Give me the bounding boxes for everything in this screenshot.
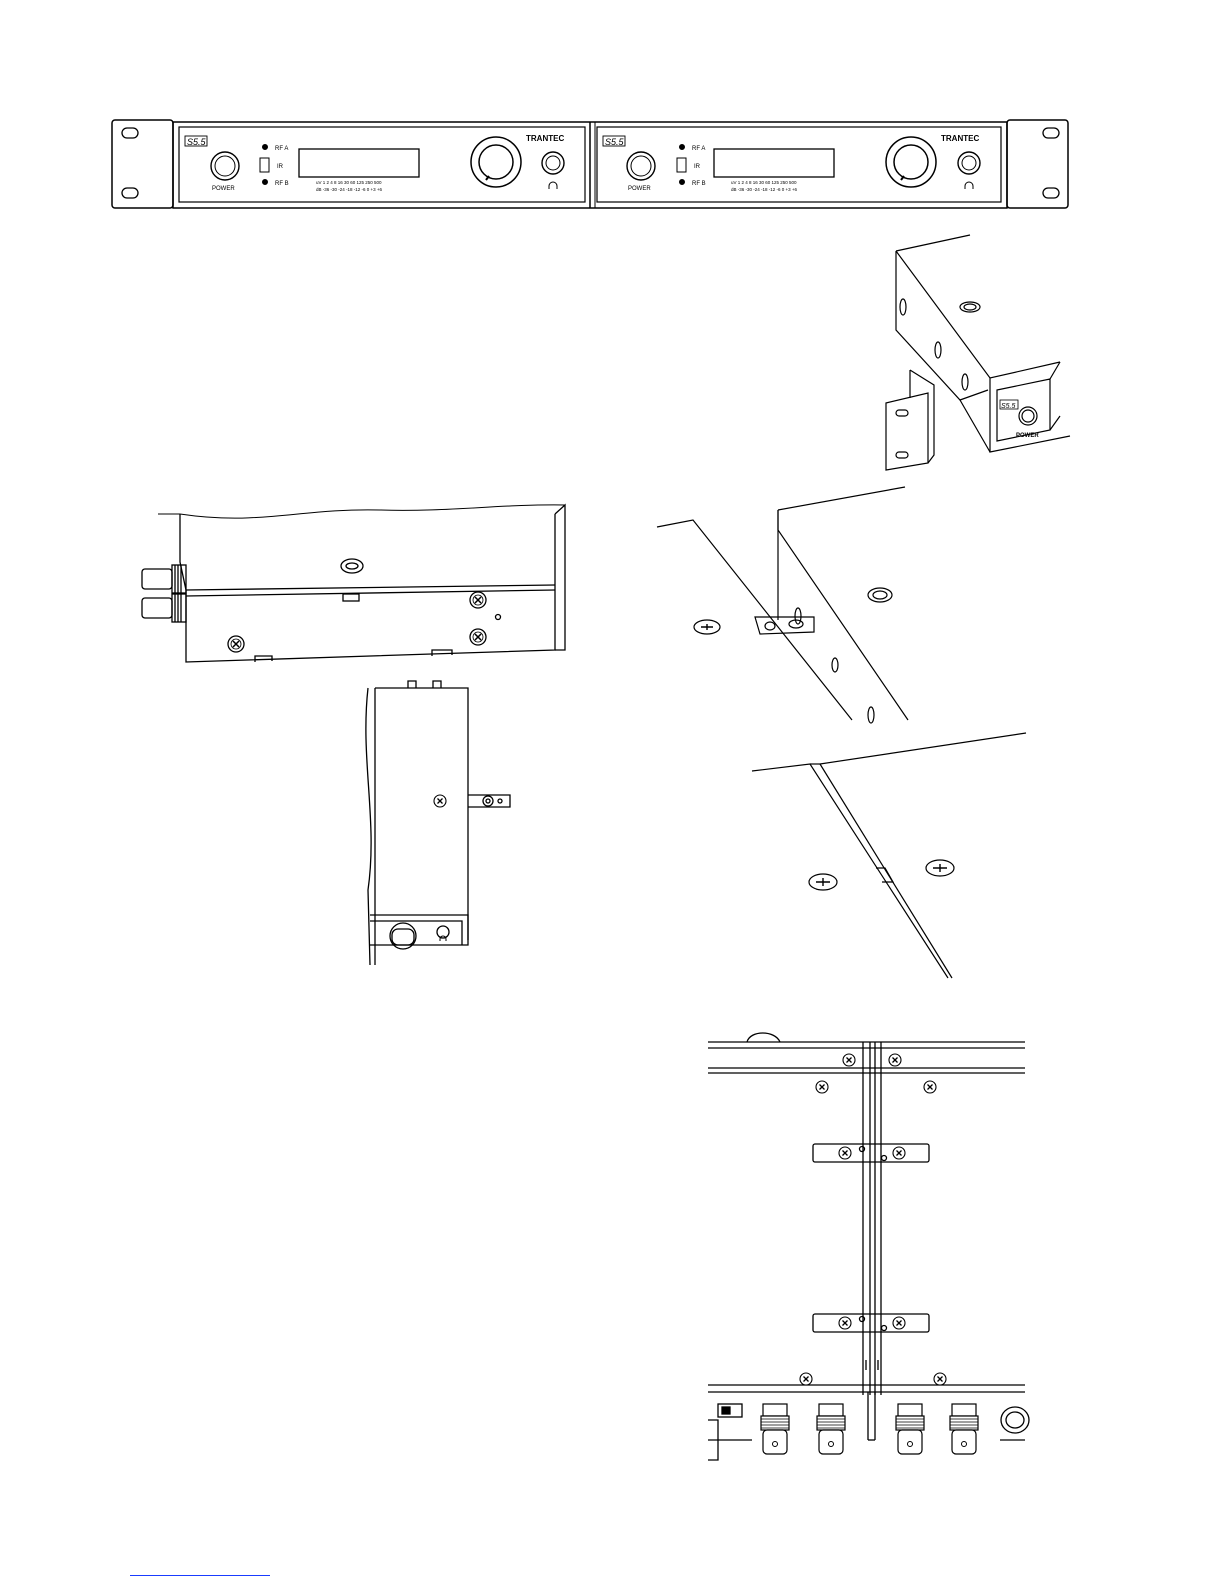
unit2-brand: TRANTEC xyxy=(941,134,979,143)
rack-front-view: S5.5 TRANTEC POWER RF A IR RF B uV 1 2 4… xyxy=(112,120,1068,208)
unit1-rf-a-label: RF A xyxy=(275,146,288,152)
rack-ear-perspective-view: S5.5 POWER xyxy=(886,235,1070,470)
rear-bnc-1 xyxy=(761,1404,789,1454)
top-view-joined-flat xyxy=(752,733,1026,978)
receiver-unit-1: S5.5 TRANTEC POWER RF A IR RF B uV 1 2 4… xyxy=(179,127,585,202)
joining-bracket-lower xyxy=(813,1314,929,1332)
unit1-brand: TRANTEC xyxy=(526,134,564,143)
top-perspective-joined xyxy=(657,487,908,723)
unit1-rf-a-led xyxy=(263,145,268,150)
unit1-headphone-jack[interactable] xyxy=(542,152,564,174)
unit1-rf-b-led xyxy=(263,180,268,185)
side-view-bnc xyxy=(142,505,565,662)
rear-xlr-connector xyxy=(1001,1407,1029,1433)
unit2-display xyxy=(714,149,834,177)
unit2-ir-label: IR xyxy=(694,164,701,170)
unit2-rf-a-label: RF A xyxy=(692,146,705,152)
rear-bnc-4 xyxy=(950,1404,978,1454)
bnc-connector-upper xyxy=(142,565,186,593)
unit1-headphone-icon xyxy=(549,182,557,189)
unit1-power-label: POWER xyxy=(212,186,235,192)
unit2-meter-top: uV 1 2 4 8 16 30 60 125 250 500 xyxy=(731,180,797,185)
unit1-ir-window xyxy=(260,158,269,172)
unit1-ir-label: IR xyxy=(277,164,284,170)
unit1-display xyxy=(299,149,419,177)
rear-bnc-3 xyxy=(896,1404,924,1454)
side-view-front xyxy=(366,681,510,965)
bnc-connector-lower xyxy=(142,594,186,622)
unit2-headphone-icon xyxy=(965,182,973,189)
unit1-meter-bottom: dB -36 -30 -24 -18 -12 -6 0 +3 +6 xyxy=(316,187,383,192)
joining-plate xyxy=(755,617,814,634)
unit2-rf-b-label: RF B xyxy=(692,181,706,187)
rear-bnc-2 xyxy=(817,1404,845,1454)
unit2-meter-bottom: dB -36 -30 -24 -18 -12 -6 0 +3 +6 xyxy=(731,187,798,192)
unit2-logo: S5.5 xyxy=(605,137,625,147)
perspective-logo: S5.5 xyxy=(1001,403,1016,410)
unit2-rf-b-led xyxy=(680,180,685,185)
unit1-logo: S5.5 xyxy=(187,137,207,147)
unit1-rf-b-label: RF B xyxy=(275,181,289,187)
perspective-power-label: POWER xyxy=(1016,433,1039,439)
unit2-power-label: POWER xyxy=(628,186,651,192)
rack-ear-bracket xyxy=(886,393,928,470)
rack-ear-left xyxy=(112,120,173,208)
unit1-meter-top: uV 1 2 4 8 16 30 60 125 250 500 xyxy=(316,180,382,185)
top-view-detailed xyxy=(708,1033,1029,1460)
unit2-rf-a-led xyxy=(680,145,685,150)
unit2-ir-window xyxy=(677,158,686,172)
footer-link-underline xyxy=(130,1575,270,1576)
unit2-headphone-jack[interactable] xyxy=(958,152,980,174)
receiver-unit-2: S5.5 TRANTEC POWER RF A IR RF B uV 1 2 4… xyxy=(597,127,1001,202)
joining-bracket-upper xyxy=(813,1144,929,1162)
